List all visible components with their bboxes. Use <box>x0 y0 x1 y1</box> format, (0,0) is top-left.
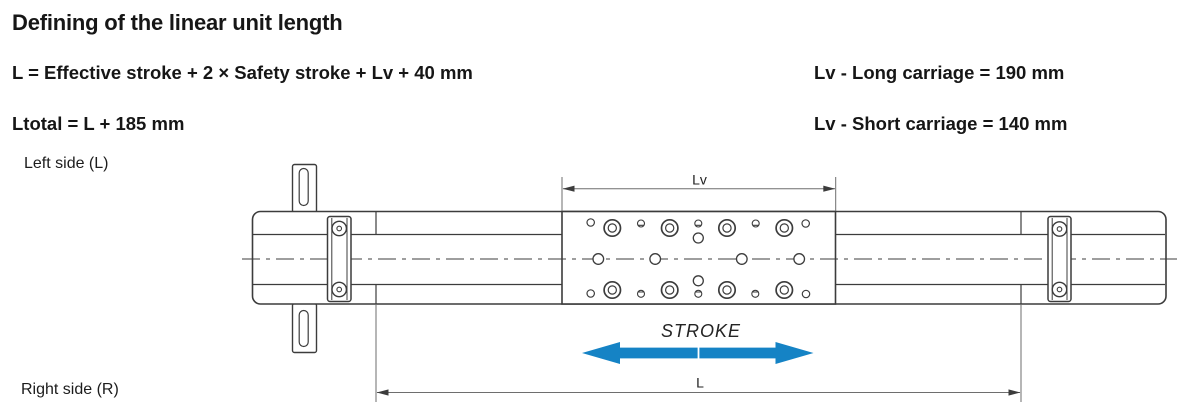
mounting-bracket-top <box>291 163 318 214</box>
mounting-bracket-bottom <box>291 302 318 354</box>
dimension-lv: Lv <box>561 172 837 211</box>
dim-arrow-left-icon <box>562 185 575 192</box>
stroke-arrow-right-icon <box>699 342 814 364</box>
dimension-l-label: L <box>696 375 704 391</box>
page-title: Defining of the linear unit length <box>12 10 343 35</box>
formula-unit-length: L = Effective stroke + 2 × Safety stroke… <box>12 62 473 83</box>
formula-total-length: Ltotal = L + 185 mm <box>12 113 185 134</box>
left-side-label: Left side (L) <box>24 155 109 172</box>
dim-arrow-left-icon <box>376 389 389 396</box>
stroke-arrow-left-icon <box>582 342 698 364</box>
right-side-label: Right side (R) <box>21 381 119 398</box>
end-clamp-left <box>326 215 352 303</box>
dim-arrow-right-icon <box>1008 389 1021 396</box>
dimension-lv-label: Lv <box>692 172 707 188</box>
lv-short-carriage-value: Lv - Short carriage = 140 mm <box>814 113 1068 134</box>
carriage-holes <box>586 218 811 300</box>
end-clamp-right <box>1047 215 1072 303</box>
stroke-annotation: STROKE <box>582 321 814 364</box>
dimension-l: L <box>375 305 1022 402</box>
lv-long-carriage-value: Lv - Long carriage = 190 mm <box>814 62 1065 83</box>
dim-arrow-right-icon <box>823 185 836 192</box>
stroke-label: STROKE <box>661 321 741 341</box>
